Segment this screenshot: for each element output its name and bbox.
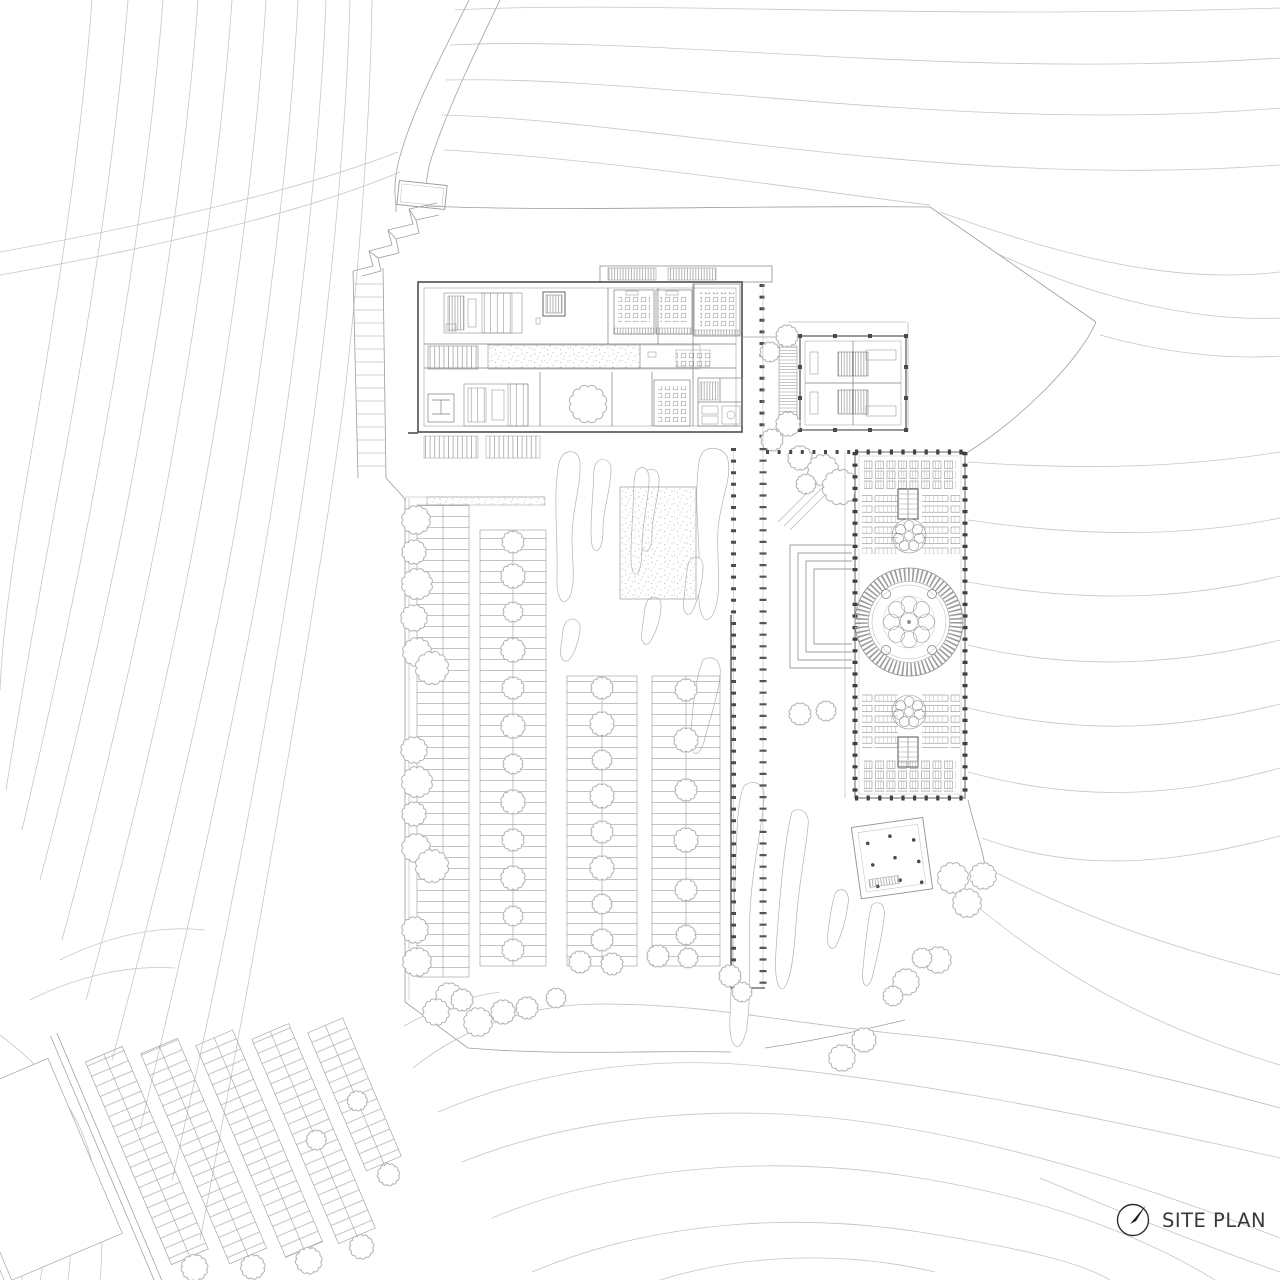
parking-row: [140, 1037, 267, 1265]
site-plan-label: SITE PLAN: [1162, 1209, 1266, 1232]
parking-row: [479, 529, 547, 967]
fountain-south: [891, 694, 927, 730]
classroom-b: [655, 289, 693, 335]
overflow-parking: [0, 1017, 404, 1280]
north-arrow-icon: [1116, 1203, 1150, 1237]
entry-building: [396, 180, 448, 210]
planting-strip: [426, 496, 546, 506]
pavilion-columns: [865, 834, 924, 889]
room-table-sw: [427, 393, 455, 423]
prayer-hall: [844, 449, 968, 801]
stair-north: [897, 488, 919, 520]
room-furniture-sw: [463, 383, 529, 427]
seating-block: [922, 694, 960, 748]
title-block: SITE PLAN: [1116, 1203, 1266, 1237]
classroom-a: [613, 289, 655, 335]
room-furniture-nw: [443, 292, 523, 334]
northeast-courtyard-building: [759, 321, 909, 452]
columns: [798, 334, 908, 432]
room-seats-s: [653, 379, 691, 427]
west-ramp: [778, 345, 798, 423]
seating-block: [862, 694, 898, 748]
seating-block: [922, 492, 960, 554]
seating-block: [864, 760, 956, 792]
south-trellis: [423, 435, 479, 459]
seating-block: [862, 492, 898, 554]
retaining-wall-steps: [352, 202, 440, 501]
wet-rooms-se: [697, 377, 743, 427]
fountain-north: [891, 518, 927, 554]
stair-core: [542, 291, 566, 317]
access-road: [394, 0, 501, 212]
site-boundary: [404, 205, 1097, 1053]
courtyard-garden-strip: [427, 344, 711, 370]
courtyard-tree: [568, 384, 608, 424]
pergola-walkway: [730, 284, 855, 989]
pavilion-platform: [850, 816, 934, 900]
parking-row: [651, 675, 721, 967]
south-trellis: [485, 435, 541, 459]
parking-area: [400, 496, 753, 1037]
gravel-garden-square: [619, 486, 697, 600]
seating-block: [864, 460, 956, 490]
main-building: [408, 265, 800, 459]
central-dome-circle: [854, 567, 964, 677]
landscape-trees: [828, 861, 997, 1072]
entry-plaza: [777, 445, 859, 726]
classroom-ne: [693, 283, 741, 337]
